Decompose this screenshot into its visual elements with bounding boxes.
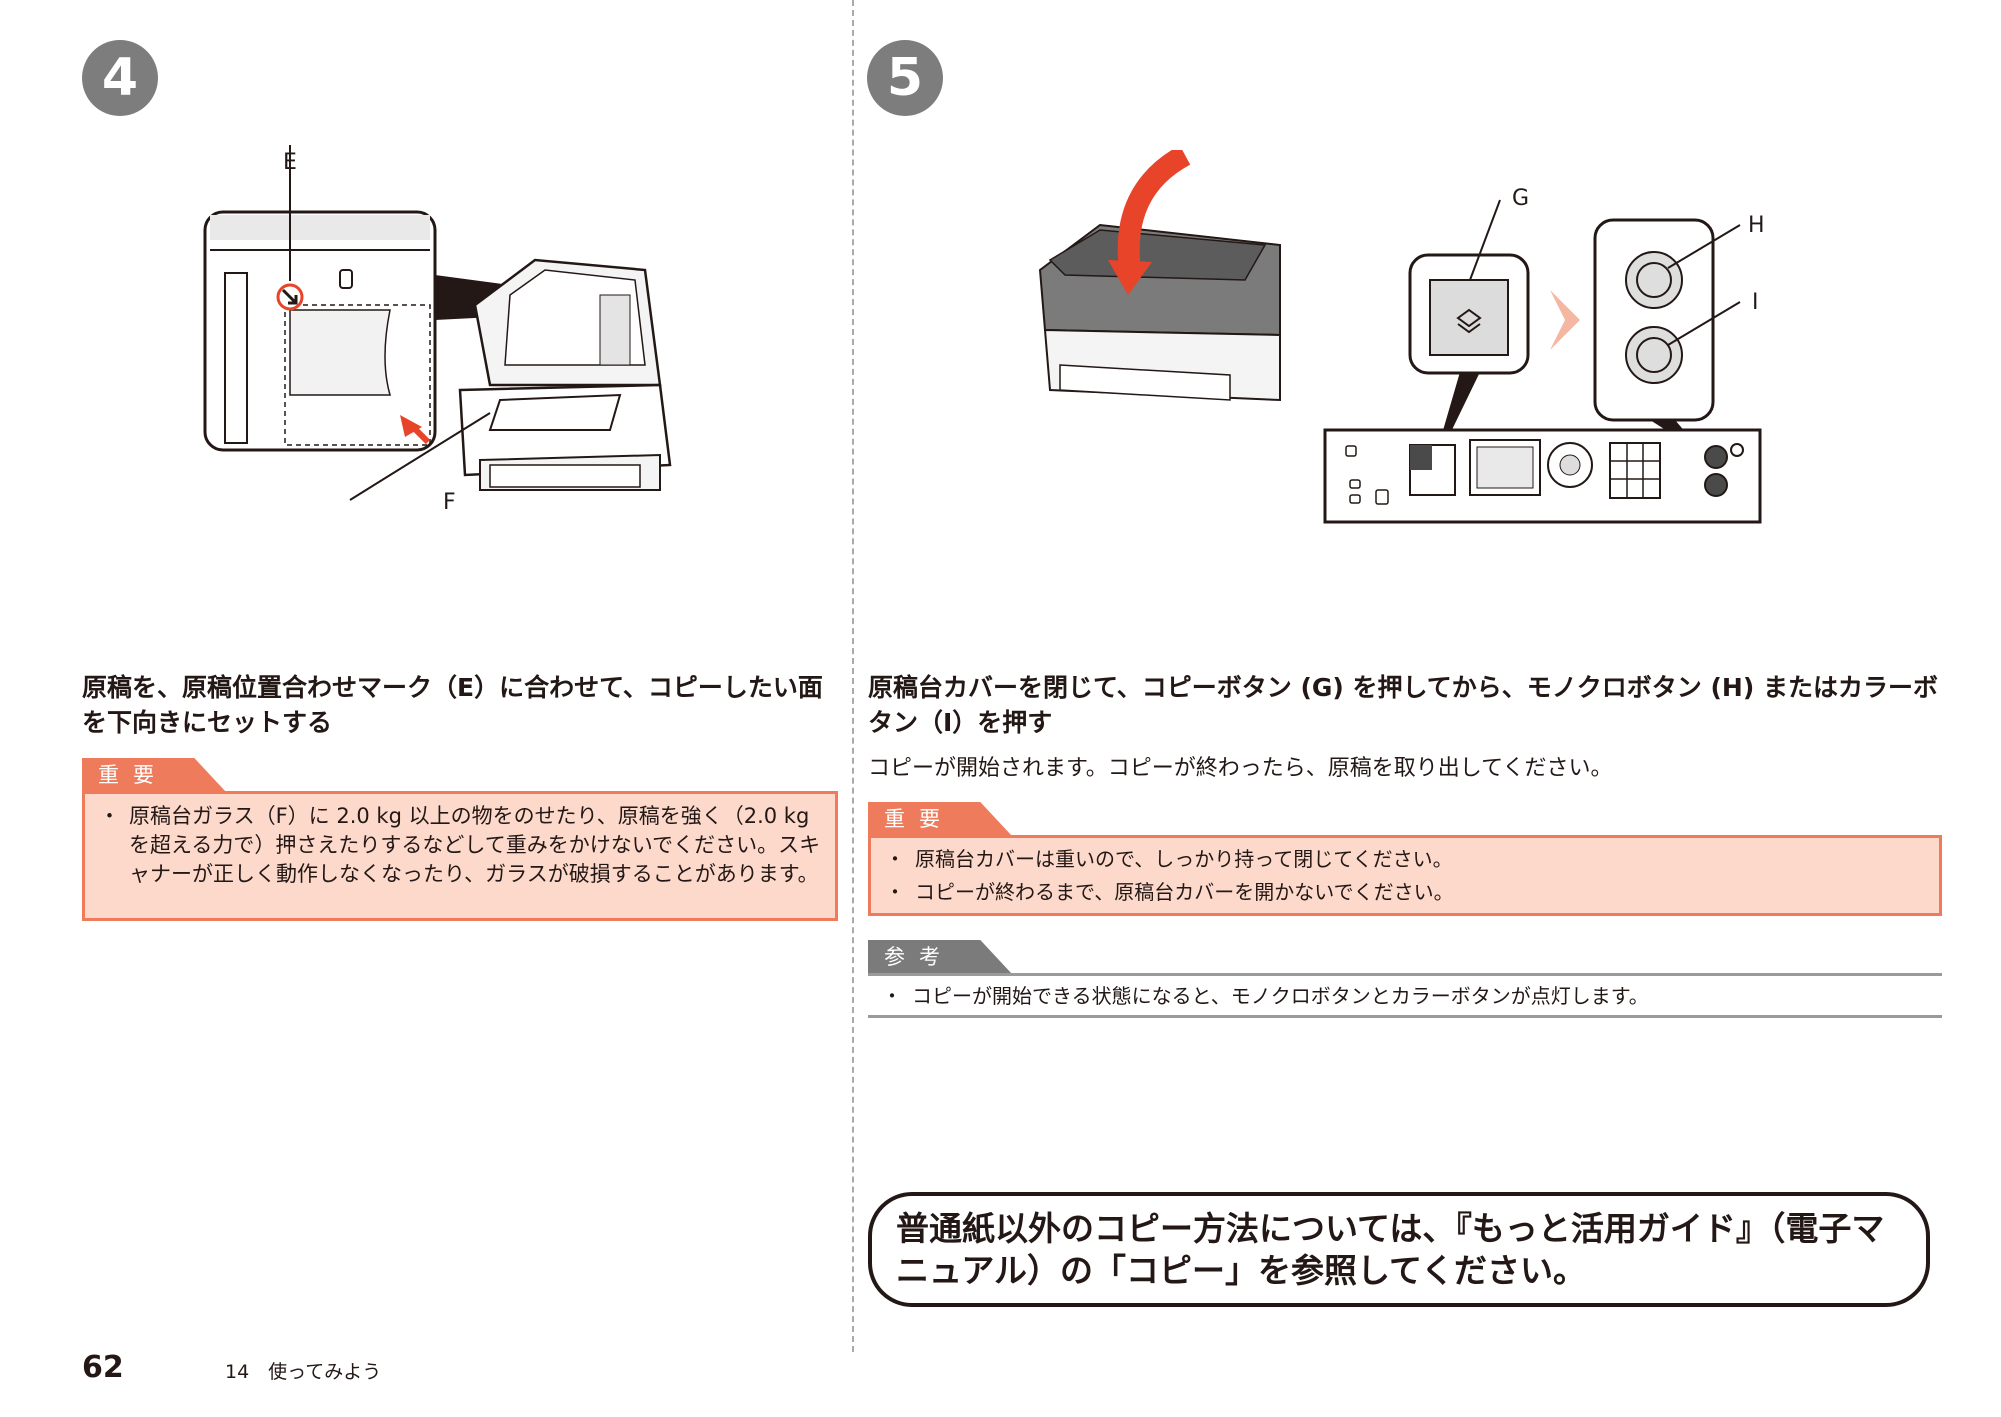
copy-button-icon (1429, 279, 1509, 356)
page-number: 62 (82, 1350, 124, 1385)
step5-body-text: コピーが開始されます。コピーが終わったら、原稿を取り出してください。 (868, 756, 1613, 781)
step4-illustration (203, 145, 672, 501)
step5-reference-tab: 参考 (868, 940, 1012, 974)
label-g: G (1512, 186, 1530, 211)
step5-important-box: 原稿台カバーは重いので、しっかり持って閉じてください。 コピーが終わるまで、原稿… (868, 835, 1942, 916)
step-5-number: 5 (867, 40, 943, 116)
color-button-icon (1625, 326, 1683, 384)
label-h: H (1748, 213, 1765, 238)
section-title: 14 使ってみよう (225, 1361, 382, 1383)
manual-reference-callout: 普通紙以外のコピー方法については、『もっと活用ガイド』（電子マニュアル）の「コピ… (868, 1192, 1930, 1307)
red-arrow-icon (400, 415, 422, 437)
close-cover-arrow-icon (1117, 150, 1191, 272)
label-i: I (1752, 290, 1759, 315)
step5-important-item: 原稿台カバーは重いので、しっかり持って閉じてください。 (879, 843, 1925, 876)
mono-button-icon (1625, 251, 1683, 309)
step5-heading: 原稿台カバーを閉じて、コピーボタン (G) を押してから、モノクロボタン (H)… (868, 673, 1938, 737)
label-f: F (443, 490, 456, 515)
step4-important-tab: 重要 (82, 758, 226, 792)
step4-important-box: 原稿台ガラス（F）に 2.0 kg 以上の物をのせたり、原稿を強く（2.0 kg… (82, 791, 838, 921)
step5-illustration (1038, 150, 1762, 524)
label-e: E (283, 150, 297, 175)
callout-text: 普通紙以外のコピー方法については、『もっと活用ガイド』（電子マニュアル）の「コピ… (896, 1209, 1885, 1290)
step5-reference-box: コピーが開始できる状態になると、モノクロボタンとカラーボタンが点灯します。 (868, 973, 1942, 1018)
step5-reference-item: コピーが開始できる状態になると、モノクロボタンとカラーボタンが点灯します。 (876, 982, 1928, 1010)
step5-important-tab: 重要 (868, 802, 1012, 836)
step5-important-item: コピーが終わるまで、原稿台カバーを開かないでください。 (879, 876, 1925, 909)
page-divider (852, 0, 854, 1352)
step4-important-item: 原稿台ガラス（F）に 2.0 kg 以上の物をのせたり、原稿を強く（2.0 kg… (93, 802, 821, 889)
step4-heading: 原稿を、原稿位置合わせマーク（E）に合わせて、コピーしたい面を下向きにセットする (82, 673, 823, 737)
step-4-number: 4 (82, 40, 158, 116)
